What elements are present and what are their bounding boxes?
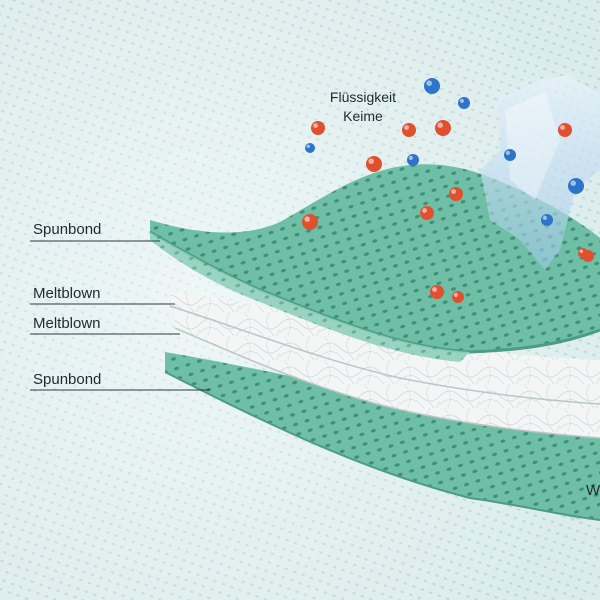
particle-blue xyxy=(458,97,470,109)
particle-blue xyxy=(541,214,553,226)
particle-red xyxy=(558,123,572,137)
spunbond-layer-top-front-edge xyxy=(149,230,600,354)
particle-highlight xyxy=(368,158,375,164)
particle-highlight xyxy=(422,208,427,213)
meltblown-layer-lower-edge xyxy=(174,327,600,439)
particle-blue xyxy=(504,149,516,161)
particle-highlight xyxy=(579,249,583,253)
particle-blue xyxy=(407,154,419,166)
particles-group xyxy=(302,78,594,303)
airflow-arrow-upper xyxy=(480,75,600,270)
particle-blue xyxy=(305,143,315,153)
edge-text-fragment: W xyxy=(586,482,600,499)
label-spunbond-top: Spunbond xyxy=(33,221,102,238)
particle-highlight xyxy=(459,98,464,103)
particle-highlight xyxy=(437,122,444,128)
particle-highlight xyxy=(408,155,413,160)
caption-line-liquid: Flüssigkeit xyxy=(329,89,397,105)
spunbond-layer-top-underside xyxy=(150,232,470,362)
particle-highlight xyxy=(505,150,510,155)
particle-red xyxy=(452,291,464,303)
caption-liquid-germs: Flüssigkeit Keime xyxy=(318,88,408,126)
particle-blue xyxy=(568,178,584,194)
particle-red xyxy=(449,187,463,201)
airflow-arrow-upper-highlight xyxy=(505,92,560,200)
particle-red xyxy=(420,206,434,220)
particle-highlight xyxy=(306,144,310,148)
particle-highlight xyxy=(404,125,409,130)
spunbond-layer-bottom xyxy=(165,352,600,520)
particle-highlight xyxy=(304,216,311,222)
particle-red xyxy=(435,120,451,136)
meltblown-layer-upper xyxy=(170,292,600,404)
particle-red xyxy=(302,214,318,230)
particle-red xyxy=(578,248,588,258)
particle-highlight xyxy=(426,80,433,86)
spunbond-layer-bottom-edge xyxy=(164,371,600,521)
particle-highlight xyxy=(451,189,456,194)
particle-red xyxy=(430,285,444,299)
particle-highlight xyxy=(453,292,458,297)
particle-highlight xyxy=(560,125,565,130)
particle-highlight xyxy=(570,180,576,186)
spunbond-layer-top xyxy=(150,164,600,352)
particle-red xyxy=(366,156,382,172)
particle-blue xyxy=(424,78,440,94)
particle-highlight xyxy=(542,215,548,220)
label-meltblown-lower: Meltblown xyxy=(33,315,101,332)
label-meltblown-upper: Meltblown xyxy=(33,285,101,302)
label-spunbond-bottom: Spunbond xyxy=(33,371,102,388)
meltblown-layer-upper-edge xyxy=(169,305,600,405)
caption-line-germs: Keime xyxy=(343,108,383,124)
particle-highlight xyxy=(432,287,437,292)
particle-highlight xyxy=(313,123,318,128)
